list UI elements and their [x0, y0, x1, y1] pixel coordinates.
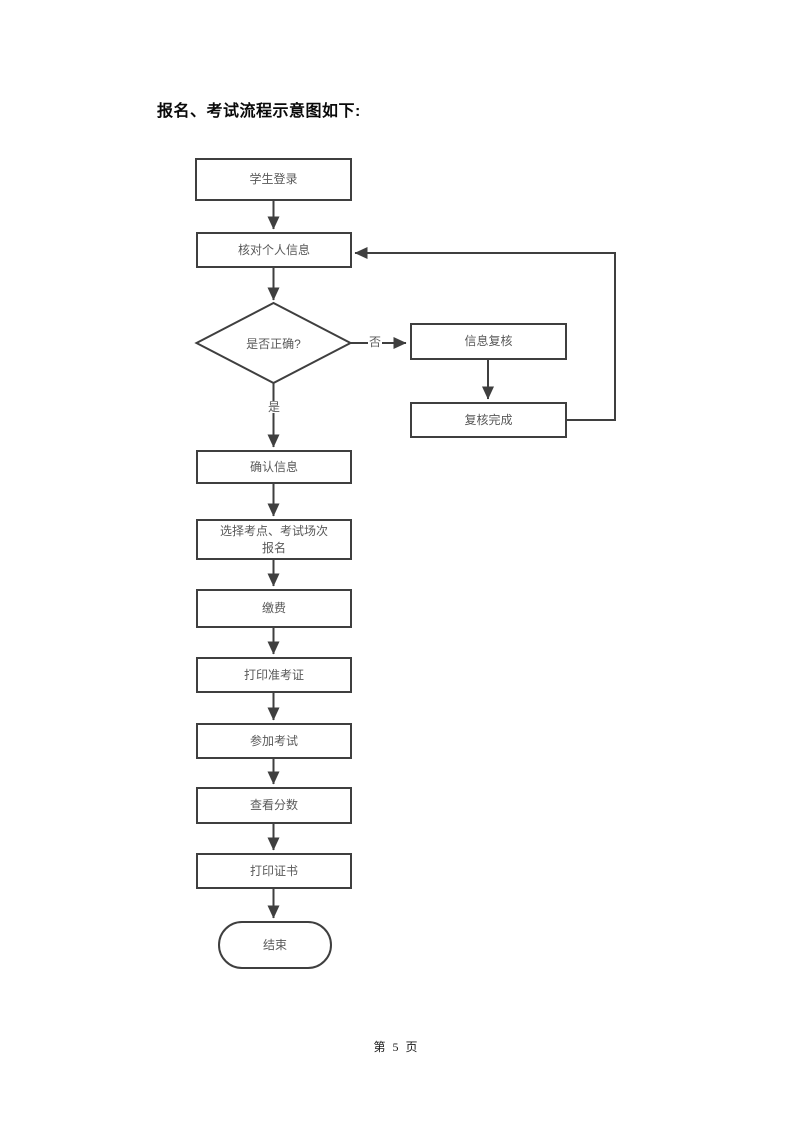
- node-label: 信息复核: [464, 334, 513, 349]
- node-print-admission-ticket: 打印准考证: [196, 657, 352, 693]
- node-print-certificate: 打印证书: [196, 853, 352, 889]
- node-label: 参加考试: [249, 733, 298, 748]
- node-student-login: 学生登录: [195, 158, 352, 201]
- node-label: 核对个人信息: [237, 242, 310, 257]
- node-select-exam-site: 选择考点、考试场次报名: [196, 519, 352, 560]
- node-view-score: 查看分数: [196, 787, 352, 824]
- node-end: 结束: [218, 921, 332, 969]
- node-label: 学生登录: [249, 172, 298, 187]
- node-label: 选择考点、考试场次报名: [219, 524, 328, 555]
- node-label: 确认信息: [249, 459, 298, 474]
- page-number: 第 5 页: [373, 1040, 420, 1054]
- node-label: 缴费: [261, 601, 286, 616]
- node-take-exam: 参加考试: [196, 723, 352, 759]
- edge-label-yes: 是: [267, 400, 282, 414]
- node-label: 打印证书: [249, 863, 298, 878]
- decision-diamond-shape: [194, 301, 353, 385]
- node-verify-personal-info: 核对个人信息: [196, 232, 352, 268]
- node-label: 打印准考证: [243, 667, 304, 682]
- node-label: 查看分数: [249, 798, 298, 813]
- edge-label-no: 否: [368, 335, 383, 349]
- node-info-review: 信息复核: [410, 323, 567, 360]
- node-review-complete: 复核完成: [410, 402, 567, 438]
- node-decision-is-correct: 是否正确?: [197, 303, 350, 383]
- edge-reviewdone-verify-loop: [354, 247, 616, 421]
- node-label: 结束: [262, 937, 287, 952]
- node-pay-fee: 缴费: [196, 589, 352, 628]
- page-title: 报名、考试流程示意图如下:: [157, 103, 361, 120]
- node-label: 是否正确?: [246, 336, 301, 351]
- node-label: 复核完成: [464, 412, 513, 427]
- node-confirm-info: 确认信息: [196, 450, 352, 484]
